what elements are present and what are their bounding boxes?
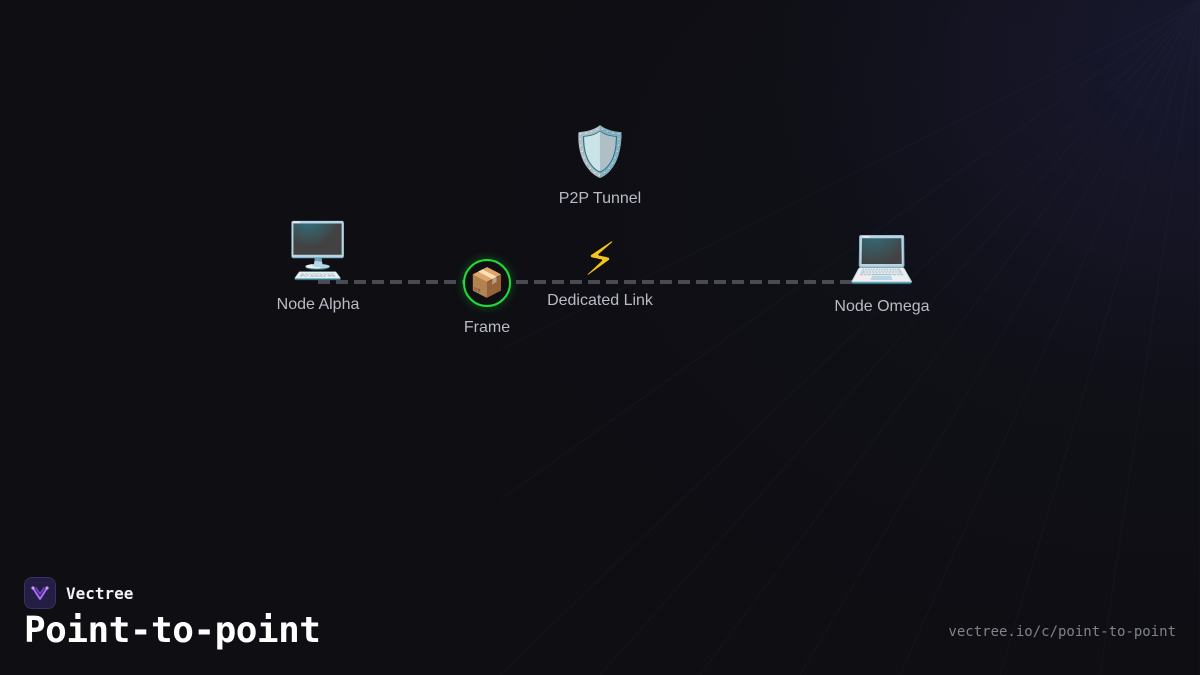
dedicated-link-label: Dedicated Link — [547, 292, 653, 309]
laptop-icon: 💻 — [848, 223, 916, 286]
vectree-logo-icon — [31, 586, 49, 600]
p2p-tunnel-label: P2P Tunnel — [558, 190, 642, 207]
page-url[interactable]: vectree.io/c/point-to-point — [948, 624, 1176, 640]
frame-ring: 📦 — [463, 259, 511, 307]
frame-packet[interactable]: 📦 Frame — [463, 259, 511, 337]
brand-name: Vectree — [66, 583, 134, 603]
p2p-tunnel[interactable]: 🛡️ P2P Tunnel — [559, 128, 641, 208]
frame-label: Frame — [463, 319, 511, 336]
node-alpha[interactable]: 🖥️ Node Alpha — [277, 224, 360, 314]
brand[interactable]: Vectree — [24, 577, 133, 609]
node-omega-label: Node Omega — [834, 298, 930, 315]
dedicated-link[interactable]: ⚡ Dedicated Link — [547, 236, 653, 310]
package-icon: 📦 — [469, 266, 505, 299]
node-alpha-label: Node Alpha — [276, 296, 360, 313]
desktop-computer-icon: 🖥️ — [284, 219, 352, 282]
brand-logo — [24, 577, 56, 609]
node-omega[interactable]: 💻 Node Omega — [834, 228, 929, 316]
background-rays — [500, 0, 1200, 675]
shield-icon: 🛡️ — [570, 124, 630, 180]
lightning-bolt-icon: ⚡ — [583, 232, 617, 286]
page-title: Point-to-point — [24, 610, 321, 651]
